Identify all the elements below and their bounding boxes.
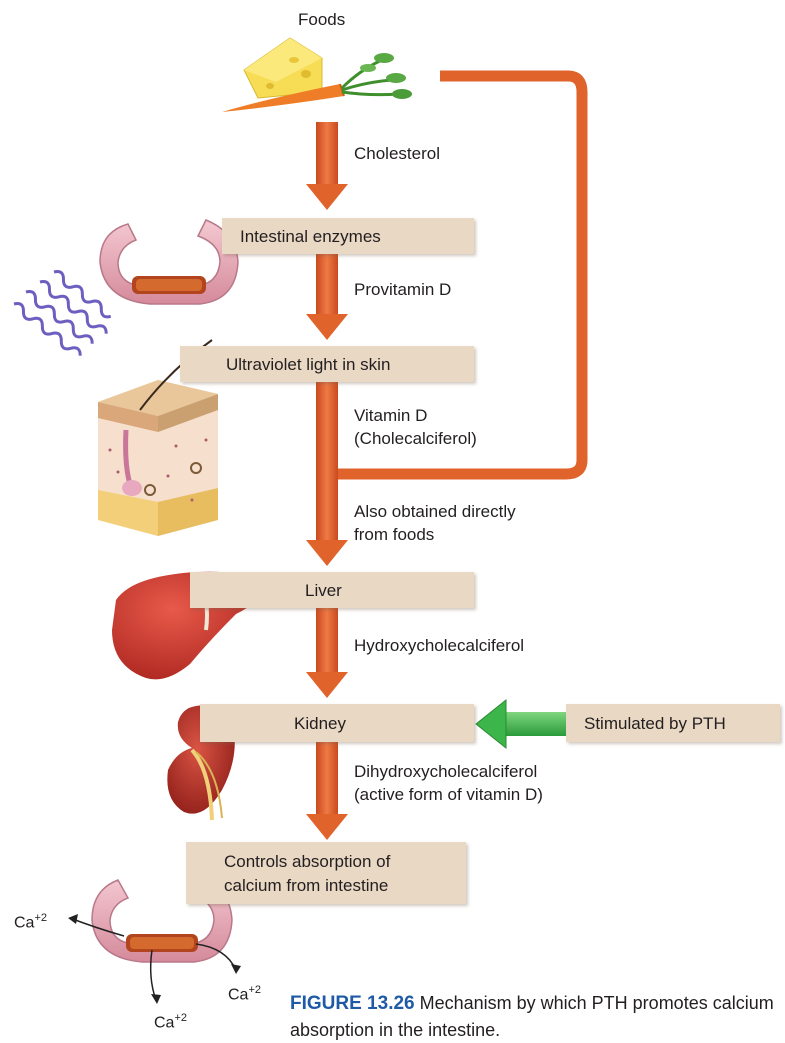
intestinal-enzymes-label: Intestinal enzymes — [240, 225, 381, 249]
controls-line2: calcium from intestine — [224, 874, 388, 898]
calcium-ion-right: Ca+2 — [228, 984, 261, 1004]
vitamin-d-label: Vitamin D — [354, 404, 427, 428]
cholecalciferol-label: (Cholecalciferol) — [354, 427, 477, 451]
foods-illustration — [222, 38, 412, 112]
controls-line1: Controls absorption of — [224, 850, 390, 874]
calcium-ion-left: Ca+2 — [14, 912, 47, 932]
cholesterol-label: Cholesterol — [354, 142, 440, 166]
provitamin-label: Provitamin D — [354, 278, 451, 302]
also-obtained-label: Also obtained directly — [354, 500, 516, 524]
pth-arrow — [476, 700, 572, 748]
pth-label: Stimulated by PTH — [584, 712, 726, 736]
kidney-label: Kidney — [294, 712, 346, 736]
active-form-label: (active form of vitamin D) — [354, 783, 543, 807]
foods-label: Foods — [298, 8, 345, 32]
liver-label: Liver — [305, 579, 342, 603]
figure-number: FIGURE 13.26 — [290, 993, 415, 1014]
dihydroxy-label: Dihydroxycholecalciferol — [354, 760, 537, 784]
uv-rays-illustration — [12, 269, 114, 359]
intestine-top-illustration — [100, 220, 238, 304]
from-foods-label: from foods — [354, 523, 434, 547]
calcium-ion-bottom: Ca+2 — [154, 1012, 187, 1032]
hydroxy-label: Hydroxycholecalciferol — [354, 634, 524, 658]
figure-caption: FIGURE 13.26 Mechanism by which PTH prom… — [290, 990, 785, 1043]
uv-label: Ultraviolet light in skin — [226, 353, 390, 377]
